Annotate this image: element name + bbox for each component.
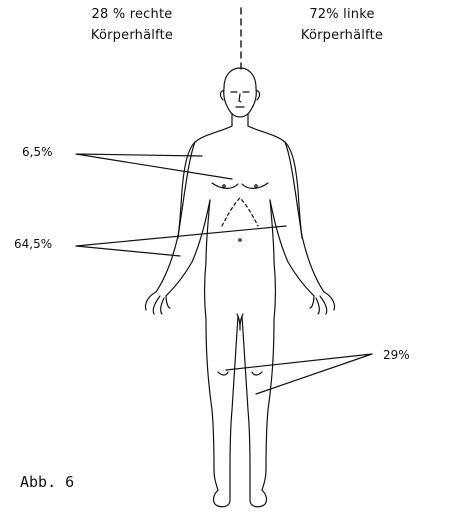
ribcage-line [222,198,258,226]
torso-waist-right [205,200,211,320]
header-left-half-label: 72% linke Körperhälfte [272,4,412,46]
arm-right-outer [156,142,195,292]
leg-left-inner [242,316,250,490]
legs-percentage-label: 29% [383,348,410,362]
nose-mouth [236,94,244,107]
arm-left-outer [285,142,324,292]
header-left-line1: 28 % rechte [62,4,202,25]
foot-left [250,490,267,507]
header-left-line2: Körperhälfte [62,25,202,46]
header-right-line1: 72% linke [272,4,412,25]
knees [218,372,262,375]
header-right-half-label: 28 % rechte Körperhälfte [62,4,202,46]
thorax-percentage-label: 6,5% [22,145,53,159]
pointer-abdomen [76,226,286,256]
arm-left-inner [270,200,314,296]
foot-right [214,490,231,507]
abdomen-percentage-label: 64,5% [14,237,52,251]
head-outline [224,68,257,117]
chest-lines [212,183,268,188]
torso-waist-left [270,200,276,320]
header-right-line2: Körperhälfte [272,25,412,46]
arm-right-inner [166,200,210,296]
leg-right-outer [206,320,218,490]
pointer-thorax [76,154,232,179]
leg-right-inner [230,316,238,490]
leg-left-outer [262,320,274,490]
pointer-legs [226,354,372,394]
figure-caption: Abb. 6 [20,473,74,491]
